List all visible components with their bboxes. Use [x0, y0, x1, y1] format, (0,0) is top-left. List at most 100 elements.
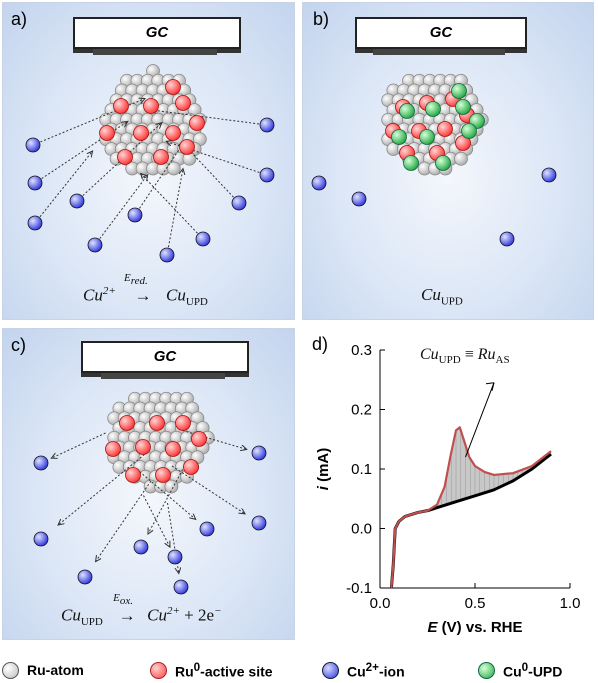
cu-ion — [77, 569, 93, 585]
cu-ion — [127, 207, 143, 223]
cu-upd — [399, 103, 415, 119]
dotted-arrow — [94, 175, 148, 246]
annotation-arrow — [465, 382, 495, 458]
y-tick-label: 0.3 — [351, 342, 372, 359]
cu-upd — [425, 101, 441, 117]
legend-ru-active: Ru0-active site — [150, 658, 273, 682]
panel-b-equation: CuUPD — [421, 285, 463, 308]
cu-ion-icon — [322, 661, 339, 679]
ru-active-site — [149, 415, 165, 431]
cu-upd — [403, 155, 419, 171]
legend-cu-ion: Cu2+-ion — [322, 658, 405, 682]
y-tick-label: -0.1 — [346, 580, 372, 597]
ru-active-site — [165, 125, 181, 141]
ru-active-site — [183, 459, 199, 475]
cu-upd — [419, 129, 435, 145]
ru-active-site — [153, 149, 169, 165]
ru-active-site-icon — [150, 661, 167, 679]
cu-ion — [251, 445, 267, 461]
ru-active-site — [125, 467, 141, 483]
dotted-arrow — [171, 465, 245, 514]
x-tick-label: 0.0 — [370, 595, 391, 612]
x-axis-label: E (V) vs. RHE — [427, 619, 522, 636]
cu-ion — [173, 579, 189, 595]
dotted-arrow — [58, 451, 148, 525]
ru-active-site — [165, 79, 181, 95]
dotted-arrow — [166, 169, 183, 256]
cu-ion — [541, 167, 557, 183]
cu-ion — [69, 193, 85, 209]
ru-active-site — [99, 125, 115, 141]
dotted-arrow — [141, 173, 204, 240]
ru-active-site — [143, 98, 159, 114]
gc-electrode: GC — [355, 17, 527, 49]
ru-active-site — [113, 98, 129, 114]
panel-a-drawing — [25, 49, 275, 263]
dotted-arrow — [134, 141, 185, 216]
cu-ion — [33, 531, 49, 547]
ru-atom — [454, 151, 468, 166]
legend-label: Ru-atom — [27, 662, 84, 678]
panel-c-equation: CuUPD Eox.→ Cu2+ + 2e− — [61, 591, 222, 629]
ru-active-site — [155, 467, 171, 483]
panel-a-label: a) — [11, 9, 28, 29]
panel-d-label: d) — [312, 334, 329, 354]
cu-upd — [451, 83, 467, 99]
legend-label: Ru0-active site — [175, 660, 273, 680]
cu-upd — [391, 129, 407, 145]
legend-label: Cu2+-ion — [347, 660, 405, 680]
y-tick-label: 0.0 — [351, 521, 372, 538]
ru-active-site — [117, 149, 133, 165]
ru-active-site — [189, 115, 205, 131]
cu-ion — [159, 247, 175, 263]
ru-atom-icon — [2, 661, 19, 679]
ru-active-site — [437, 121, 453, 137]
panel-a-equation: Cu2+ Ered.→ CuUPD — [83, 271, 208, 309]
cu-ion — [311, 175, 327, 191]
cu-upd — [461, 123, 477, 139]
upd-charge-area — [427, 427, 551, 511]
ru-active-site — [191, 431, 207, 447]
x-tick-label: 1.0 — [560, 595, 581, 612]
gc-electrode: GC — [73, 17, 241, 49]
ru-active-site — [179, 139, 195, 155]
cu-upd — [455, 99, 471, 115]
cu-upd — [435, 155, 451, 171]
ru-active-site — [175, 95, 191, 111]
legend-label: Cu0-UPD — [503, 660, 563, 680]
panel-c: c) GC CuUPD Eox.→ Cu2+ + 2e− — [2, 328, 295, 640]
cu-ion — [25, 137, 41, 153]
cu-ion — [259, 167, 275, 183]
y-tick-label: 0.2 — [351, 402, 372, 419]
ru-active-site — [135, 439, 151, 455]
dotted-arrow — [186, 147, 240, 204]
legend-ru-atom: Ru-atom — [2, 658, 84, 682]
chart-annotation: CuUPD ≡ RuAS — [420, 346, 510, 367]
ru-active-site — [165, 441, 181, 457]
cu-ion — [251, 515, 267, 531]
panel-b-drawing — [311, 49, 557, 247]
cu-ion — [195, 231, 211, 247]
cu-ion — [33, 455, 49, 471]
cu-ion — [27, 175, 43, 191]
y-axis-label: i (mA) — [315, 448, 332, 491]
cu-ion — [231, 195, 247, 211]
legend-cu-upd: Cu0-UPD — [478, 658, 562, 682]
ru-atom — [164, 479, 179, 494]
cu-ion — [259, 117, 275, 133]
panel-c-label: c) — [11, 335, 26, 355]
cu-ion — [87, 237, 103, 253]
annotation-arrowhead — [485, 382, 495, 391]
ru-active-site — [133, 125, 149, 141]
cu-upd-icon — [478, 661, 495, 679]
ru-active-site — [175, 415, 191, 431]
cu-ion — [27, 215, 43, 231]
panel-c-drawing — [33, 373, 267, 595]
cu-ion — [167, 549, 183, 565]
dotted-arrow — [182, 430, 247, 450]
dotted-arrow — [34, 151, 93, 224]
gc-electrode: GC — [81, 341, 249, 373]
cu-ion — [199, 521, 215, 537]
